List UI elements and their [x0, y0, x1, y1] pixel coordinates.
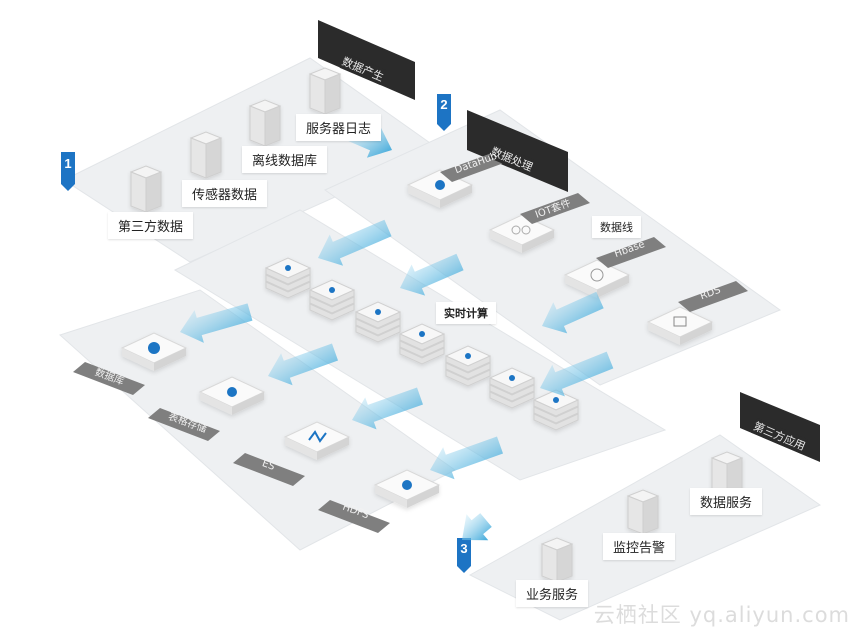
label-dataline: 数据线 [592, 216, 641, 238]
flow-arrow [318, 219, 392, 266]
graytag-hdfs [318, 500, 390, 533]
flow-arrow [542, 291, 604, 334]
tile-database [120, 332, 188, 371]
label-server-logs: 服务器日志 [296, 114, 382, 141]
tile-hbase [563, 259, 631, 298]
watermark: 云栖社区 yq.aliyun.com [593, 603, 850, 627]
server-third-party-data [129, 165, 163, 213]
label-offline-db: 离线数据库 [242, 146, 328, 173]
compute-node [398, 323, 446, 365]
server-business [540, 537, 574, 583]
flow-arrow [400, 253, 464, 296]
graytag-iot [520, 193, 590, 224]
compute-node [444, 345, 492, 387]
graytag-rds [678, 281, 748, 312]
compute-node [532, 389, 580, 431]
compute-node [264, 257, 312, 299]
step-marker-3-shape [457, 538, 471, 573]
step-marker-2: 2 [440, 97, 448, 112]
compute-nodes [264, 257, 580, 431]
tile-table-store [198, 376, 266, 415]
server-monitoring [626, 489, 660, 535]
label-sensor-data: 传感器数据 [182, 180, 268, 207]
step-marker-3: 3 [460, 541, 468, 556]
compute-node [354, 301, 402, 343]
step-marker-2-shape [437, 94, 451, 131]
step-marker-1: 1 [64, 156, 72, 171]
graytag-hbase [596, 237, 666, 268]
tag-data-sources [318, 20, 415, 100]
compute-node [488, 367, 536, 409]
server-data-service [710, 451, 744, 497]
flow-arrow [430, 436, 504, 480]
flow-arrow [268, 343, 339, 386]
flow-arrows [180, 123, 614, 541]
flow-arrow [352, 387, 423, 430]
tile-es [283, 421, 351, 460]
graytag-table-store [148, 408, 220, 441]
tile-rds [646, 306, 714, 345]
server-offline-db [248, 99, 282, 147]
tile-iot [488, 214, 556, 253]
step-marker-1-shape [61, 152, 75, 191]
server-sensor-data [189, 131, 223, 179]
flow-arrow [540, 351, 614, 397]
label-business-service: 业务服务 [516, 580, 589, 607]
flow-arrow [180, 303, 253, 343]
tag-data-processing [467, 110, 568, 192]
graytag-es [233, 453, 305, 486]
tile-hdfs [373, 469, 441, 508]
compute-node [308, 279, 356, 321]
graytag-database [73, 362, 145, 395]
server-server-logs [308, 67, 342, 115]
label-data-service: 数据服务 [690, 488, 763, 515]
label-third-party-data: 第三方数据 [108, 212, 194, 239]
label-monitoring-alert: 监控告警 [603, 533, 676, 560]
label-realtime-compute: 实时计算 [436, 302, 496, 324]
flow-arrow [462, 513, 492, 541]
